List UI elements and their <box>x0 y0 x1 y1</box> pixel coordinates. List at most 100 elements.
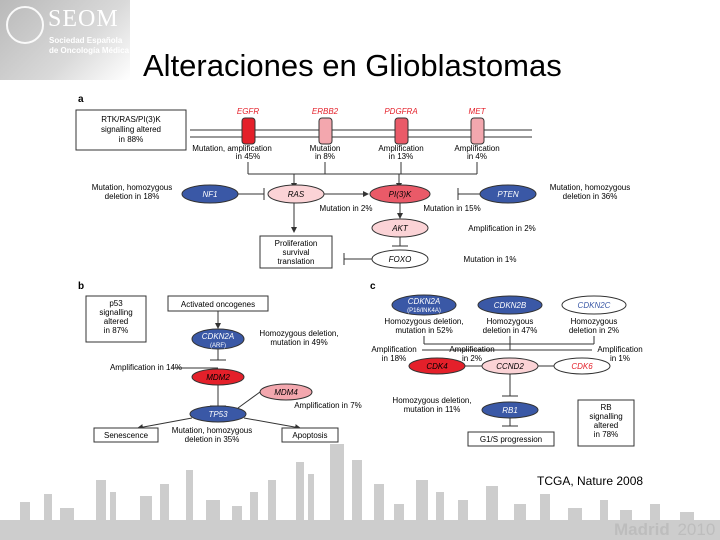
cdkn2a-arf-note-1: Homozygous deletion, <box>259 329 338 338</box>
citation: TCGA, Nature 2008 <box>537 474 644 488</box>
panel-b-summary-line-4: in 87% <box>104 326 128 335</box>
cdkn2c-node <box>561 295 627 315</box>
cdkn2a-p16-node <box>391 294 457 316</box>
foxo-label: FOXO <box>389 255 412 264</box>
cdkn2a-arf-note-2: mutation in 49% <box>270 338 327 347</box>
cdk4-note-2: in 18% <box>382 354 406 363</box>
cdkn2b-note-2: deletion in 47% <box>483 326 538 335</box>
mdm2-note: Amplification in 14% <box>110 363 182 372</box>
gene-met <box>470 117 485 145</box>
tp53-label: TP53 <box>208 410 228 419</box>
cdkn2b-label: CDKN2B <box>494 301 527 310</box>
cdkn2a-arf-sub: (ARF) <box>210 343 226 349</box>
senescence-box <box>93 427 159 443</box>
pten-note-1: Mutation, homozygous <box>550 183 631 192</box>
logo-emblem-icon <box>6 6 44 44</box>
madrid-skyline-decoration <box>0 444 720 540</box>
cdkn2a-p16-sub: (P16/INK4A) <box>407 308 441 314</box>
gene-erbb2 <box>318 117 333 145</box>
cdkn2c-label: CDKN2C <box>578 301 611 310</box>
panel-a-summary-line-1: RTK/RAS/PI(3)K <box>101 115 161 124</box>
mdm4-note: Amplification in 7% <box>294 401 362 410</box>
cdk4-note-1: Amplification <box>371 345 416 354</box>
cdk6-note-2: in 1% <box>610 354 630 363</box>
gene-egfr-note-1: Mutation, amplification <box>192 144 272 153</box>
panel-a-summary-box <box>75 109 187 151</box>
logo-line-2: de Oncología Médica <box>49 46 130 55</box>
g1s-progression-label: G1/S progression <box>480 435 542 444</box>
rb1-note-2: mutation in 11% <box>404 405 461 414</box>
nf1-label: NF1 <box>202 190 217 199</box>
cdkn2a-p16-label: CDKN2A <box>408 297 440 306</box>
activated-oncogenes-label: Activated oncogenes <box>181 300 255 309</box>
gene-erbb2-label: ERBB2 <box>312 107 339 116</box>
outcome-box <box>259 235 333 269</box>
rb1-note-1: Homozygous deletion, <box>392 396 471 405</box>
gene-egfr-note-2: in 45% <box>236 152 260 161</box>
cdkn2b-node <box>477 295 543 315</box>
cdkn2b-note-1: Homozygous <box>487 317 534 326</box>
gene-pdgfra <box>394 117 409 145</box>
panel-c-label: c <box>370 281 376 292</box>
gene-met-label: MET <box>469 107 487 116</box>
nf1-note-2: deletion in 18% <box>105 192 160 201</box>
gene-pdgfra-note-2: in 13% <box>389 152 413 161</box>
pi3k-note: Mutation in 15% <box>423 204 480 213</box>
cdk6-label: CDK6 <box>571 362 593 371</box>
gene-pdgfra-note-1: Amplification <box>378 144 423 153</box>
apoptosis-box <box>281 427 339 443</box>
panel-a-summary-line-3: in 88% <box>119 135 143 144</box>
ccnd2-label: CCND2 <box>496 362 524 371</box>
cdk6-note-1: Amplification <box>597 345 642 354</box>
panel-c-summary-line-1: RB <box>600 403 611 412</box>
gene-met-note-1: Amplification <box>454 144 499 153</box>
cdkn2c-note-2: deletion in 2% <box>569 326 619 335</box>
pten-note-2: deletion in 36% <box>563 192 618 201</box>
cdkn2a-arf-label: CDKN2A <box>202 332 234 341</box>
akt-note: Amplification in 2% <box>468 224 536 233</box>
cdkn2c-note-1: Homozygous <box>571 317 618 326</box>
tp53-note-1: Mutation, homozygous <box>172 426 253 435</box>
rb1-label: RB1 <box>502 406 518 415</box>
logo-line-1: Sociedad Española <box>49 36 123 45</box>
cdkn2a-p16-note-1: Homozygous deletion, <box>384 317 463 326</box>
brand-year: 2010 <box>677 520 716 539</box>
ras-note: Mutation in 2% <box>320 204 373 213</box>
panel-b-summary-line-1: p53 <box>109 299 123 308</box>
outcome-line-3: translation <box>278 257 315 266</box>
gene-erbb2-note-1: Mutation <box>310 144 341 153</box>
ras-label: RAS <box>288 190 305 199</box>
outcome-line-2: survival <box>282 248 309 257</box>
g1s-progression-box <box>467 431 555 447</box>
gene-egfr <box>241 117 256 145</box>
panel-b-summary-line-3: altered <box>104 317 128 326</box>
panel-a-summary-line-2: signalling altered <box>101 125 161 134</box>
cdkn2a-p16-note-2: mutation in 52% <box>395 326 452 335</box>
panel-c-summary-line-4: in 78% <box>594 430 618 439</box>
gene-egfr-label: EGFR <box>237 107 259 116</box>
pten-node <box>479 184 537 204</box>
gene-met-note-2: in 4% <box>467 152 487 161</box>
pten-label: PTEN <box>497 190 519 199</box>
tp53-note-2: deletion in 35% <box>185 435 240 444</box>
panel-c-summary-line-2: signalling <box>589 412 622 421</box>
nf1-note-1: Mutation, homozygous <box>92 183 173 192</box>
mdm2-label: MDM2 <box>206 373 230 382</box>
gene-erbb2-note-2: in 8% <box>315 152 335 161</box>
akt-label: AKT <box>391 224 409 233</box>
ccnd2-note-2: in 2% <box>462 354 482 363</box>
gene-pdgfra-label: PDGFRA <box>384 107 417 116</box>
ccnd2-note-1: Amplification <box>449 345 494 354</box>
slide-title: Alteraciones en Glioblastomas <box>143 48 562 83</box>
madrid-2010-brand: Madrid 2010 <box>614 520 715 540</box>
outcome-line-1: Proliferation <box>275 239 318 248</box>
mdm4-label: MDM4 <box>274 388 298 397</box>
foxo-note: Mutation in 1% <box>464 255 517 264</box>
panel-b-summary-box <box>85 295 147 343</box>
panel-a-label: a <box>78 94 84 105</box>
logo-name: SEOM <box>48 6 119 32</box>
cdk4-label: CDK4 <box>426 362 448 371</box>
glioblastoma-pathway-figure: a RTK/RAS/PI(3)K signalling altered in 8… <box>75 94 643 447</box>
senescence-label: Senescence <box>104 431 149 440</box>
